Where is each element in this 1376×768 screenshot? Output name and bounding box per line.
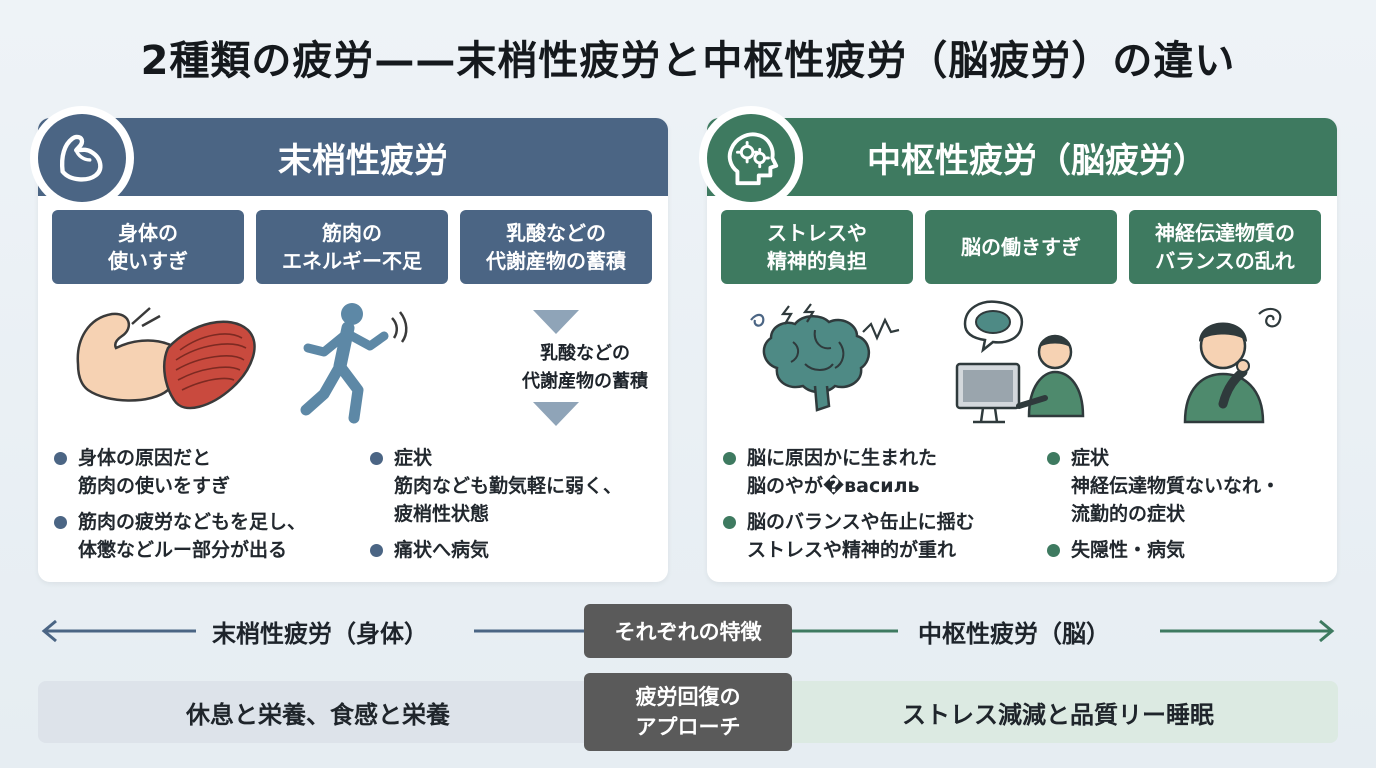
cause-chip-neurotransmitter: 神経伝達物質の バランスの乱れ: [1129, 210, 1321, 284]
recovery-central: ストレス減減と品質リー睡眠: [778, 681, 1338, 743]
central-badge: [699, 106, 803, 210]
page-title: 2種類の疲労——末梢性疲労と中枢性疲労（脳疲労）の違い: [140, 38, 1236, 84]
cause-chip-energy: 筋肉の エネルギー不足: [256, 210, 448, 284]
flexed-arm-icon: [59, 134, 103, 182]
running-person-illustration: [300, 303, 408, 424]
peripheral-bullet-2: 筋肉の疲労などもを足し、 体懲などルー部分が出る: [54, 508, 306, 564]
central-fatigue-panel: 中枢性疲労（脳疲労） ストレスや 精神的負担 脳の働きすぎ 神経伝達物質の バラ…: [699, 106, 1337, 582]
axis-label-peripheral: 末梢性疲労（身体）: [212, 620, 428, 648]
central-bullet-2: 脳のバランスや缶止に揺む ストレスや精神的が重れ: [723, 508, 975, 564]
metabolite-flow-label: 乳酸などの 代謝産物の蓄積: [522, 343, 648, 392]
axis-center-characteristics: それぞれの特徴: [584, 604, 792, 658]
recovery-approach-label: 疲労回復の アプローチ: [584, 673, 792, 751]
stressed-brain-illustration: [750, 303, 900, 412]
cause-chip-brain-overwork: 脳の働きすぎ: [925, 210, 1117, 284]
cause-chip-overuse: 身体の 使いすぎ: [52, 210, 244, 284]
axis-arrows: [41, 619, 1335, 643]
recovery-peripheral: 休息と栄養、食感と栄養: [38, 681, 598, 743]
worried-person-illustration: [1183, 307, 1282, 424]
cause-chip-metabolites: 乳酸などの 代謝産物の蓄積: [460, 210, 652, 284]
comparison-axis: 末梢性疲労（身体） それぞれの特徴 中枢性疲労（脳）: [38, 604, 1338, 658]
flow-down-arrow-top: [533, 310, 579, 334]
person-at-computer-illustration: [955, 300, 1085, 424]
central-header: 中枢性疲労（脳疲労）: [707, 118, 1337, 196]
arm-muscle-illustration: [76, 307, 256, 410]
peripheral-header: 末梢性疲労: [38, 118, 668, 196]
peripheral-fatigue-panel: 末梢性疲労 身体の 使いすぎ 筋肉の エネルギー不足 乳酸などの 代謝産物の蓄積: [30, 106, 668, 582]
cause-chip-stress: ストレスや 精神的負担: [721, 210, 913, 284]
peripheral-bullet-4: 痛状へ病気: [370, 536, 489, 564]
central-bullet-3: 症状 神経伝達物質ないなれ・ 流勤的の症状: [1047, 444, 1280, 528]
peripheral-bullet-3: 症状 筋肉なども勤気軽に弱く、 疲梢性状態: [370, 444, 622, 528]
axis-label-central: 中枢性疲労（脳）: [918, 620, 1110, 648]
central-bullet-4: 失隠性・病気: [1047, 536, 1185, 564]
peripheral-badge: [30, 106, 134, 210]
head-gears-icon: [727, 132, 779, 186]
peripheral-bullet-1: 身体の原因だと 筋肉の使いをすぎ: [54, 444, 230, 500]
central-bullet-1: 脳に原因かに生まれた 脳のやが�василь: [723, 444, 937, 500]
flow-down-arrow-bottom: [533, 402, 579, 426]
